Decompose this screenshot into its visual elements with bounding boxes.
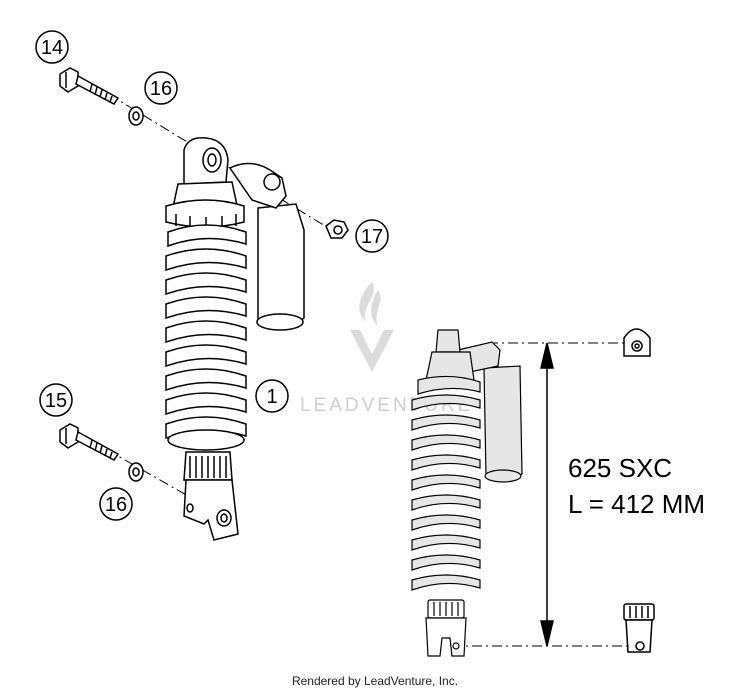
render-credit: Rendered by LeadVenture, Inc. [291, 674, 459, 688]
callout-14-label: 14 [41, 37, 63, 59]
callout-15: 15 [39, 383, 73, 417]
shock-clevis-reference [425, 599, 467, 657]
callout-16-lower-label: 16 [105, 494, 127, 516]
shock-absorber-main [165, 137, 305, 331]
dimension-reference-lines [452, 342, 636, 647]
washer-upper [128, 106, 144, 126]
shock-clevis-main [183, 451, 239, 541]
upper-eye-detail [623, 328, 651, 357]
callout-15-label: 15 [45, 390, 67, 412]
spring-coils-reference [411, 394, 481, 591]
callout-17: 17 [355, 219, 389, 253]
lower-clevis-detail [623, 603, 655, 653]
callout-1-label: 1 [266, 386, 277, 408]
callout-17-label: 17 [361, 226, 383, 248]
dimension-arrow [540, 342, 554, 647]
washer-lower [128, 462, 144, 482]
spec-model: 625 SXC [568, 453, 672, 483]
callout-16-upper-label: 16 [150, 78, 172, 100]
callout-16-upper: 16 [144, 71, 178, 105]
nut [325, 219, 349, 239]
callout-1: 1 [255, 379, 289, 413]
spring-coils-main [165, 224, 247, 451]
bolt-lower [59, 423, 120, 461]
callout-14: 14 [35, 30, 69, 64]
spec-length: L = 412 MM [568, 489, 705, 519]
callout-16-lower: 16 [99, 487, 133, 521]
bolt-upper [59, 67, 120, 105]
shock-absorber-reference [417, 329, 523, 483]
